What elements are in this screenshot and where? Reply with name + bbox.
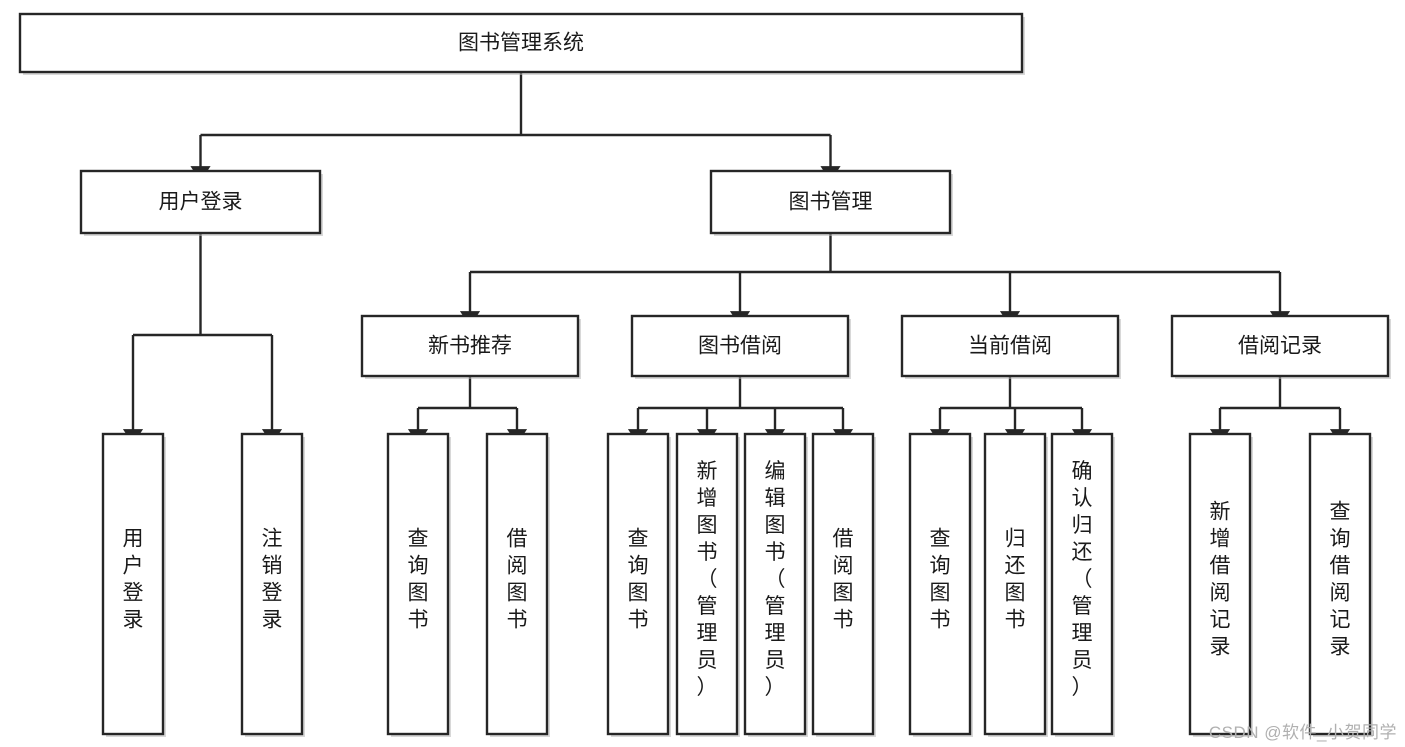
edge-group-new_book_rec xyxy=(407,376,528,445)
node-current-borrow[interactable]: 当前借阅 xyxy=(900,314,1121,379)
edge-group-current_borrow xyxy=(929,376,1093,445)
edge-group-book_borrow xyxy=(627,376,854,445)
node-label: 编辑图书（管理员） xyxy=(765,460,786,699)
node-label: 新增图书（管理员） xyxy=(697,460,718,699)
nodes-layer: 图书管理系统用户登录图书管理新书推荐图书借阅当前借阅借阅记录用户登录注销登录查询… xyxy=(18,12,1391,737)
node-box[interactable] xyxy=(101,432,165,736)
node-box[interactable] xyxy=(240,432,304,736)
node-box[interactable] xyxy=(1308,432,1372,736)
node-label: 查询图书 xyxy=(628,528,649,632)
node-box[interactable] xyxy=(606,432,670,736)
node-label: 用户登录 xyxy=(123,528,144,632)
node-label: 新书推荐 xyxy=(428,335,512,358)
node-box[interactable] xyxy=(630,314,850,378)
node-box[interactable] xyxy=(1050,432,1114,736)
edges-layer xyxy=(122,72,1351,445)
node-label: 借阅图书 xyxy=(833,528,854,632)
node-leaf-query-book-2[interactable]: 查询图书 xyxy=(606,432,671,737)
node-label: 查询借阅记录 xyxy=(1330,501,1351,659)
node-label: 图书管理 xyxy=(789,191,873,214)
edge-group-root xyxy=(190,72,841,182)
node-leaf-query-record[interactable]: 查询借阅记录 xyxy=(1308,432,1373,737)
node-box[interactable] xyxy=(386,432,450,736)
node-box[interactable] xyxy=(18,12,1024,74)
node-label: 归还图书 xyxy=(1005,528,1026,632)
node-label: 查询图书 xyxy=(930,528,951,632)
node-book-borrow[interactable]: 图书借阅 xyxy=(630,314,851,379)
node-leaf-borrow-book-2[interactable]: 借阅图书 xyxy=(811,432,876,737)
node-leaf-logout[interactable]: 注销登录 xyxy=(240,432,305,737)
node-book-manage[interactable]: 图书管理 xyxy=(709,169,953,236)
node-leaf-confirm-return[interactable]: 确认归还（管理员） xyxy=(1050,432,1115,737)
node-label: 查询图书 xyxy=(408,528,429,632)
node-box[interactable] xyxy=(743,432,807,736)
node-box[interactable] xyxy=(675,432,739,736)
node-leaf-query-book-1[interactable]: 查询图书 xyxy=(386,432,451,737)
node-label: 图书借阅 xyxy=(698,335,782,358)
node-user-login[interactable]: 用户登录 xyxy=(79,169,323,236)
edge-group-user_login xyxy=(122,233,283,445)
node-box[interactable] xyxy=(360,314,580,378)
node-leaf-add-book[interactable]: 新增图书（管理员） xyxy=(675,432,740,737)
node-label: 新增借阅记录 xyxy=(1210,501,1231,659)
node-box[interactable] xyxy=(811,432,875,736)
node-box[interactable] xyxy=(1170,314,1390,378)
node-label: 借阅记录 xyxy=(1238,335,1322,358)
node-leaf-add-record[interactable]: 新增借阅记录 xyxy=(1188,432,1253,737)
node-label: 图书管理系统 xyxy=(458,32,584,55)
node-label: 注销登录 xyxy=(262,528,283,632)
node-leaf-query-book-3[interactable]: 查询图书 xyxy=(908,432,973,737)
node-box[interactable] xyxy=(900,314,1120,378)
node-label: 借阅图书 xyxy=(507,528,528,632)
node-box[interactable] xyxy=(1188,432,1252,736)
node-label: 用户登录 xyxy=(159,191,243,214)
node-borrow-record[interactable]: 借阅记录 xyxy=(1170,314,1391,379)
edge-group-book_manage xyxy=(459,233,1291,327)
node-box[interactable] xyxy=(983,432,1047,736)
node-box[interactable] xyxy=(79,169,322,235)
node-box[interactable] xyxy=(709,169,952,235)
node-label: 当前借阅 xyxy=(968,335,1052,358)
node-leaf-user-login[interactable]: 用户登录 xyxy=(101,432,166,737)
node-leaf-return-book[interactable]: 归还图书 xyxy=(983,432,1048,737)
node-leaf-borrow-book-1[interactable]: 借阅图书 xyxy=(485,432,550,737)
node-box[interactable] xyxy=(485,432,549,736)
node-leaf-edit-book[interactable]: 编辑图书（管理员） xyxy=(743,432,808,737)
node-box[interactable] xyxy=(908,432,972,736)
node-new-book-rec[interactable]: 新书推荐 xyxy=(360,314,581,379)
edge-group-borrow_record xyxy=(1209,376,1351,445)
node-label: 确认归还（管理员） xyxy=(1072,460,1093,699)
node-root[interactable]: 图书管理系统 xyxy=(18,12,1025,75)
